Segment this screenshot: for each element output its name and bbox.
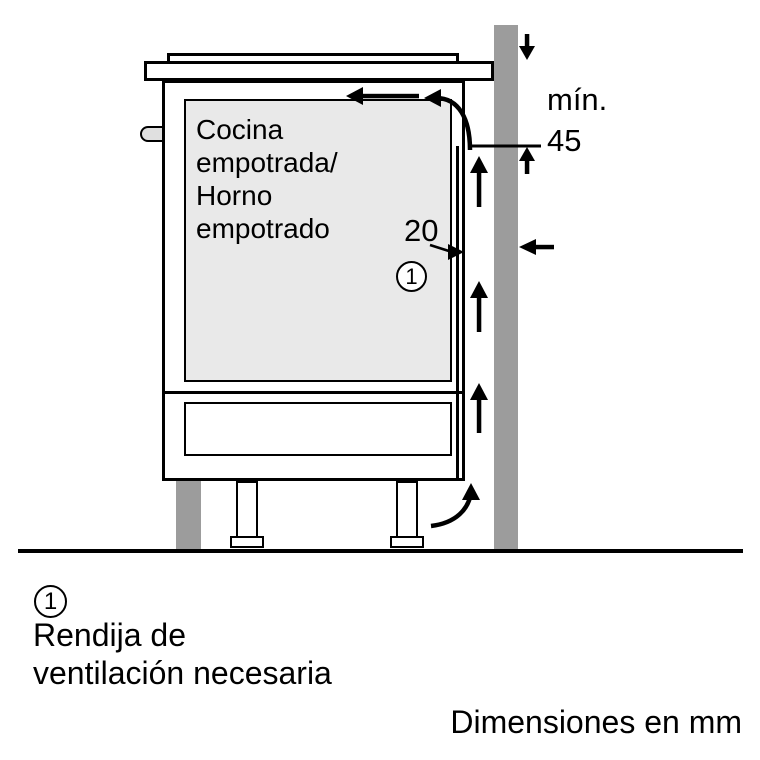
- callout-1-marker: 1: [396, 261, 427, 292]
- oven-label-line-4: empotrado: [196, 213, 330, 244]
- airflow-arrow-up-3: [470, 383, 488, 433]
- dimension-45-arrows: [469, 34, 541, 174]
- back-panel-line: [456, 146, 459, 481]
- oven-label-line-3: Horno: [196, 180, 273, 211]
- dimension-20-arrows: [429, 239, 554, 260]
- cooktop: [167, 53, 459, 64]
- airflow-curve-bottom-arrow: [430, 483, 480, 529]
- wall: [494, 25, 518, 549]
- dimension-45-value: 45: [547, 123, 582, 158]
- plinth-support: [176, 481, 201, 549]
- cabinet-foot-right: [390, 536, 424, 548]
- airflow-arrow-left: [346, 87, 419, 105]
- airflow-arrow-up-2: [470, 281, 488, 332]
- cabinet-foot-left: [230, 536, 264, 548]
- dimension-20-value: 20: [404, 213, 439, 248]
- oven-label: Cocina empotrada/ Horno empotrado: [196, 113, 338, 245]
- oven-label-line-2: empotrada/: [196, 147, 338, 178]
- oven-label-line-1: Cocina: [196, 114, 284, 145]
- oven-compartment: [184, 99, 452, 382]
- airflow-curve-top-arrow: [424, 89, 473, 151]
- dimension-min-label: mín.: [547, 82, 608, 117]
- airflow-arrow-up-1: [470, 156, 488, 207]
- floor-line: [18, 549, 743, 553]
- legend-text-line-1: Rendija de: [33, 617, 186, 653]
- footer-units-note: Dimensiones en mm: [450, 704, 742, 740]
- legend-callout-1: 1: [34, 585, 67, 618]
- legend-text-line-2: ventilación necesaria: [33, 655, 332, 691]
- shelf-line: [165, 391, 462, 394]
- drawer-front: [184, 402, 452, 456]
